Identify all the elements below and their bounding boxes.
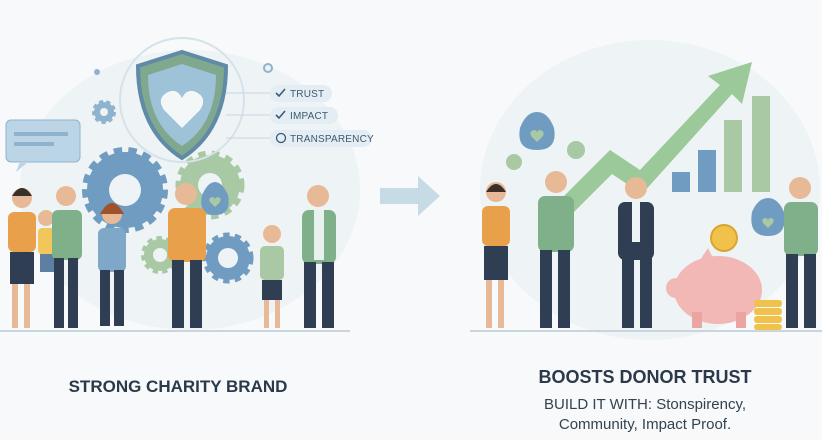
- shield-heart-icon: [119, 37, 245, 163]
- dollar-coin-icon: [710, 224, 738, 252]
- person: [8, 188, 36, 328]
- right-subtitle-line2: Community, Impact Proof.: [558, 416, 732, 433]
- check-icon: [275, 110, 286, 120]
- gear-icon: [202, 232, 254, 284]
- network-node: [94, 69, 100, 75]
- badge-label: TRANSPARENCY: [290, 134, 374, 145]
- person: [52, 186, 82, 328]
- growth-arrow-icon: [560, 62, 752, 214]
- badge-label: TRUST: [290, 89, 324, 100]
- person: [168, 183, 206, 328]
- money-bag-icon: [201, 182, 229, 215]
- person: [38, 210, 56, 272]
- person: [538, 171, 574, 328]
- arrow-right-icon: [380, 176, 440, 216]
- coin-stack-icon: [754, 300, 782, 330]
- badge-impact: IMPACT: [226, 107, 338, 124]
- people-group-right: [482, 171, 818, 328]
- left-caption: STRONG CHARITY BRAND: [68, 377, 288, 396]
- people-group-left: [8, 183, 336, 328]
- right-subtitle-line1: BUILD IT WITH: Stonspirency,: [544, 396, 746, 413]
- network-node: [263, 63, 273, 73]
- heart-coin-icon: [567, 141, 585, 159]
- bar-chart-icon: [672, 96, 770, 192]
- badge-transparency: TRANSPARENCY: [226, 130, 374, 147]
- piggy-bank-icon: [666, 248, 762, 328]
- heart-coin-icon: [506, 154, 522, 170]
- person: [618, 177, 654, 328]
- person: [98, 203, 126, 326]
- gear-icon: [92, 100, 116, 124]
- money-bag-icon: [519, 112, 555, 150]
- badge-trust: TRUST: [226, 85, 332, 102]
- speech-bubble-icon: [5, 119, 81, 172]
- person: [784, 177, 818, 328]
- person: [260, 225, 284, 328]
- gauge-icon: [275, 132, 287, 144]
- right-title: BOOSTS DONOR TRUST: [538, 367, 752, 387]
- check-icon: [275, 88, 286, 98]
- person: [302, 185, 336, 328]
- badge-label: IMPACT: [290, 111, 328, 122]
- money-bag-icon: [751, 198, 785, 236]
- person: [482, 182, 510, 328]
- gear-icon: [82, 147, 168, 233]
